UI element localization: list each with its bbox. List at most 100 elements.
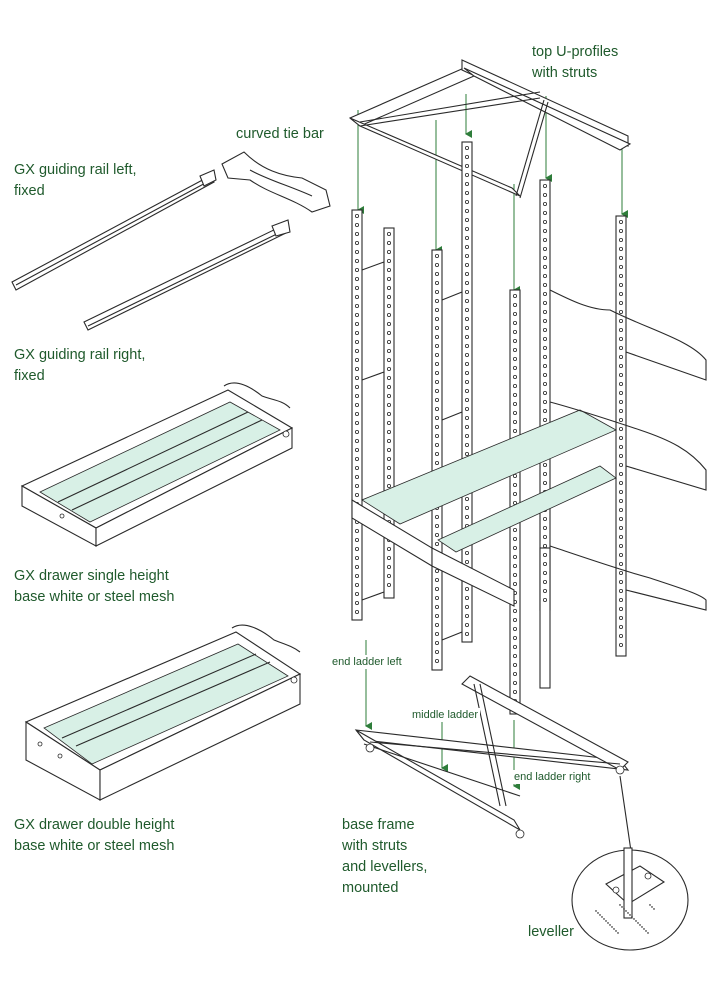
ladder-hole	[513, 410, 518, 415]
floor-dot	[597, 912, 599, 914]
ladder-hole	[464, 388, 469, 393]
ladder-hole	[619, 291, 624, 296]
ladder-hole	[513, 401, 518, 406]
floor-dot	[607, 922, 609, 924]
ladder-hole	[354, 447, 359, 452]
ladder-hole	[619, 471, 624, 476]
floor-dot	[629, 914, 631, 916]
ladder-hole	[543, 390, 548, 395]
ladder-hole	[619, 535, 624, 540]
ladder-hole	[543, 237, 548, 242]
ladder-hole	[386, 312, 391, 317]
ladder-hole	[464, 199, 469, 204]
ladder-hole	[464, 551, 469, 556]
ladder-hole	[354, 420, 359, 425]
ladder-hole	[619, 462, 624, 467]
ladder-hole	[619, 372, 624, 377]
label-drawer-single-line1: GX drawer single height	[14, 568, 169, 584]
ladder-hole	[464, 298, 469, 303]
ladder-hole	[543, 589, 548, 594]
ladder-hole	[543, 300, 548, 305]
ladder-hole	[619, 444, 624, 449]
ladder-hole	[619, 580, 624, 585]
ladder-hole	[434, 280, 439, 285]
ladder-hole	[354, 258, 359, 263]
ladder-hole	[434, 524, 439, 529]
ladder-hole	[464, 271, 469, 276]
ladder-hole	[464, 334, 469, 339]
ladder-hole	[386, 240, 391, 245]
label-base-frame: base frame with struts and levellers, mo…	[342, 815, 427, 899]
ladder-hole	[434, 578, 439, 583]
ladder-hole	[434, 596, 439, 601]
ladder-hole	[464, 172, 469, 177]
top-u-profiles	[348, 59, 632, 199]
ladder-hole	[513, 338, 518, 343]
ladder-hole	[543, 282, 548, 287]
drawer-single-height	[20, 382, 294, 547]
ladder-hole	[354, 321, 359, 326]
ladder-hole	[354, 456, 359, 461]
ladder-hole	[354, 276, 359, 281]
floor-dot	[599, 914, 601, 916]
ladder-hole	[354, 213, 359, 218]
ladder-hole	[619, 435, 624, 440]
ladder-hole	[619, 480, 624, 485]
floor-dot	[601, 916, 603, 918]
ladder-hole	[434, 650, 439, 655]
ladder-hole	[543, 201, 548, 206]
ladder-hole	[464, 406, 469, 411]
ladder-hole	[354, 529, 359, 534]
ladder-hole	[434, 460, 439, 465]
ladder-hole	[434, 632, 439, 637]
ladder-hole	[464, 289, 469, 294]
ladder-hole	[543, 318, 548, 323]
ladder-hole	[513, 681, 518, 686]
ladder-hole	[464, 343, 469, 348]
ladder-hole	[386, 348, 391, 353]
ladder-hole	[434, 343, 439, 348]
ladder-hole	[513, 293, 518, 298]
ladder-hole	[354, 240, 359, 245]
label-drawer-double: GX drawer double height base white or st…	[14, 815, 174, 857]
ladder-hole	[464, 496, 469, 501]
ladder-hole	[464, 307, 469, 312]
ladder-hole	[543, 363, 548, 368]
ladder-hole	[543, 580, 548, 585]
ladder-hole	[543, 571, 548, 576]
guiding-rail-left	[11, 169, 217, 291]
ladder-hole	[543, 544, 548, 549]
ladder-hole	[354, 538, 359, 543]
ladder-hole	[619, 219, 624, 224]
ladder-hole	[513, 320, 518, 325]
ladder-hole	[619, 390, 624, 395]
ladder-hole	[354, 330, 359, 335]
ladder-hole	[619, 453, 624, 458]
ladder-hole	[434, 334, 439, 339]
ladder-hole	[434, 587, 439, 592]
ladder-hole	[434, 370, 439, 375]
label-guiding-rail-right-line1: GX guiding rail right,	[14, 347, 146, 363]
ladder-hole	[434, 433, 439, 438]
ladder-hole	[464, 190, 469, 195]
ladder-hole	[354, 583, 359, 588]
ladder-hole	[464, 596, 469, 601]
ladder-hole	[619, 318, 624, 323]
ladder-hole	[543, 471, 548, 476]
ladder-hole	[354, 465, 359, 470]
ladder-hole	[543, 228, 548, 233]
ladder-hole	[434, 316, 439, 321]
ladder-hole	[434, 361, 439, 366]
floor-dot	[605, 920, 607, 922]
ladder-hole	[619, 553, 624, 558]
label-base-frame-line1: base frame	[342, 817, 415, 833]
floor-dot	[595, 910, 597, 912]
ladder-hole	[434, 641, 439, 646]
ladder-hole	[354, 384, 359, 389]
ladder-hole	[513, 383, 518, 388]
ladder-hole	[619, 327, 624, 332]
ladder-hole	[619, 399, 624, 404]
floor-dot	[621, 906, 623, 908]
label-drawer-double-line1: GX drawer double height	[14, 817, 175, 833]
ladder-hole	[386, 393, 391, 398]
